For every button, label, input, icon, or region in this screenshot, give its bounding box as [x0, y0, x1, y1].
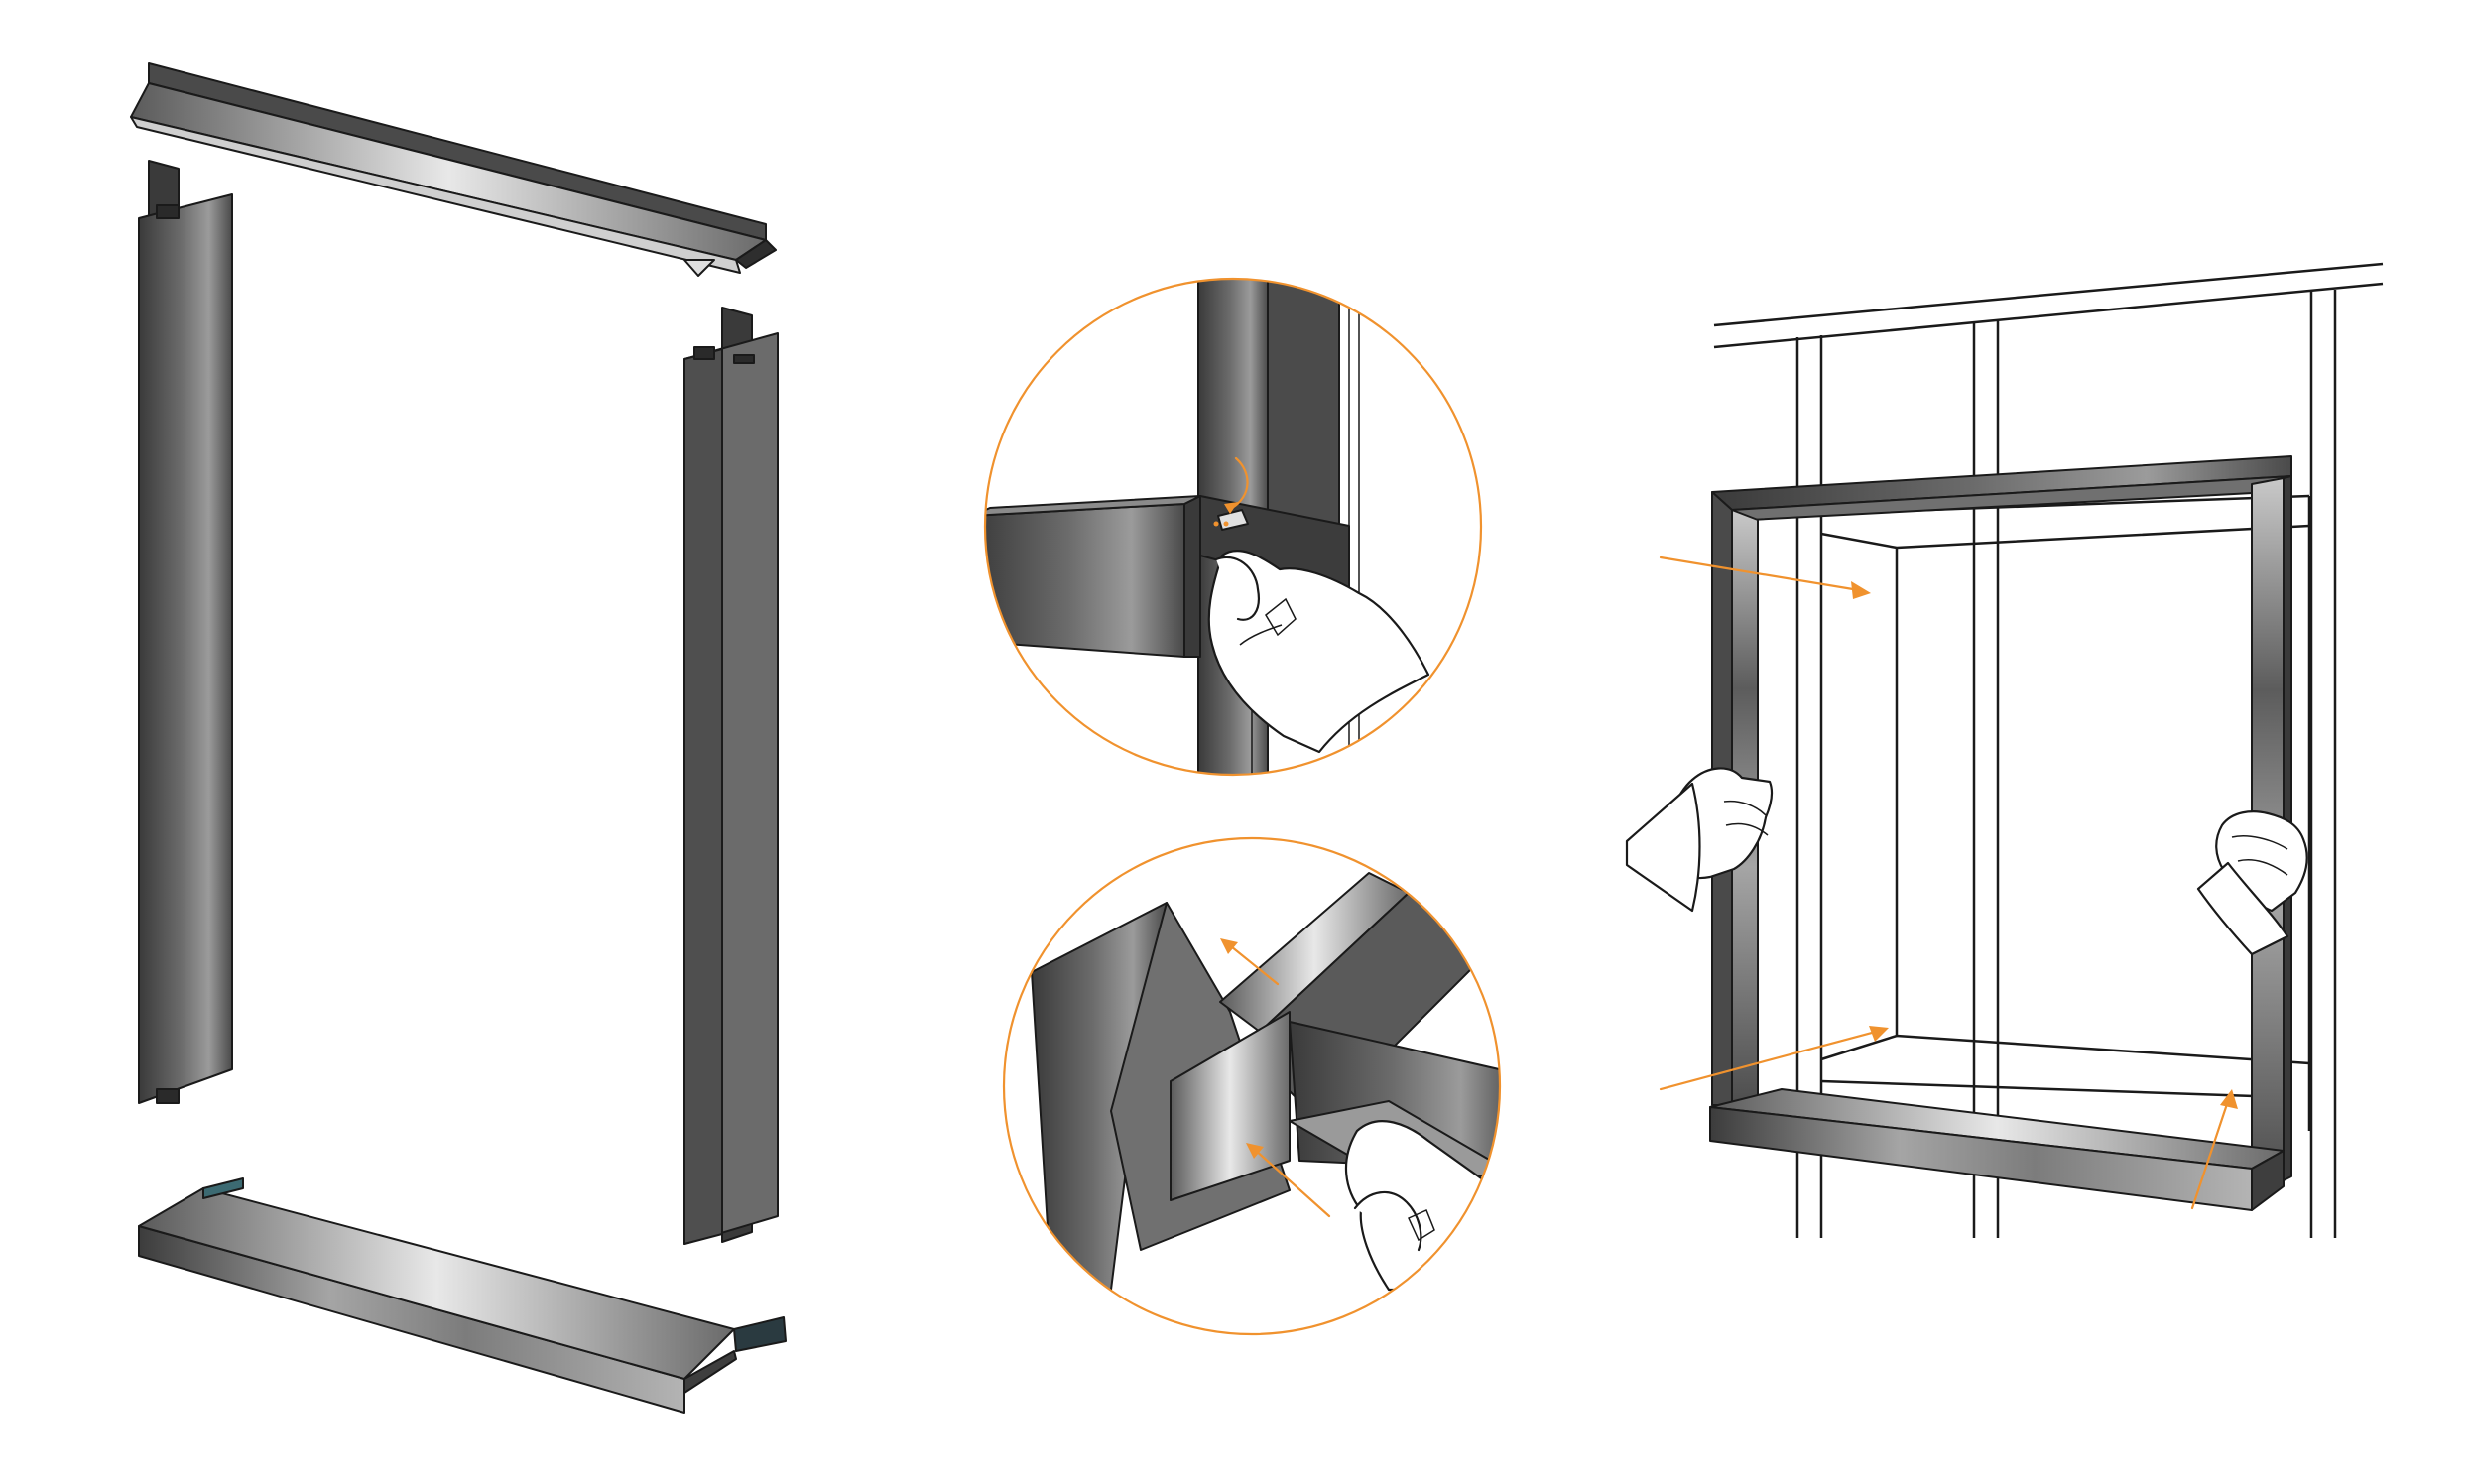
installation-panel [1625, 262, 2384, 1238]
arrow-up-left-icon [1220, 938, 1238, 954]
left-jamb-part [138, 160, 233, 1104]
exploded-parts-panel [130, 62, 787, 1414]
head-flashing-part [130, 62, 777, 277]
detail-top-panel [983, 277, 1483, 777]
left-hand [1625, 767, 1774, 913]
detail-bottom-circle [1002, 836, 1502, 1336]
insertion-arrows [1659, 556, 2238, 1210]
arrow-up-icon-3 [2220, 1089, 2238, 1109]
detail-bottom-panel [1002, 836, 1502, 1336]
detail-top-circle [983, 277, 1483, 777]
fold-arrow-icon [1230, 456, 1249, 510]
arrow-right-icon-1 [1851, 581, 1871, 599]
arrow-right-icon-2 [1869, 1026, 1889, 1042]
right-jamb-part [683, 307, 779, 1245]
arrow-up-left-icon-2 [1246, 1143, 1264, 1159]
sill-flashing-part [138, 1177, 787, 1414]
fold-arrow-head-icon [1224, 502, 1238, 514]
wall-framing [1713, 262, 2384, 1238]
right-hand [2196, 810, 2308, 956]
